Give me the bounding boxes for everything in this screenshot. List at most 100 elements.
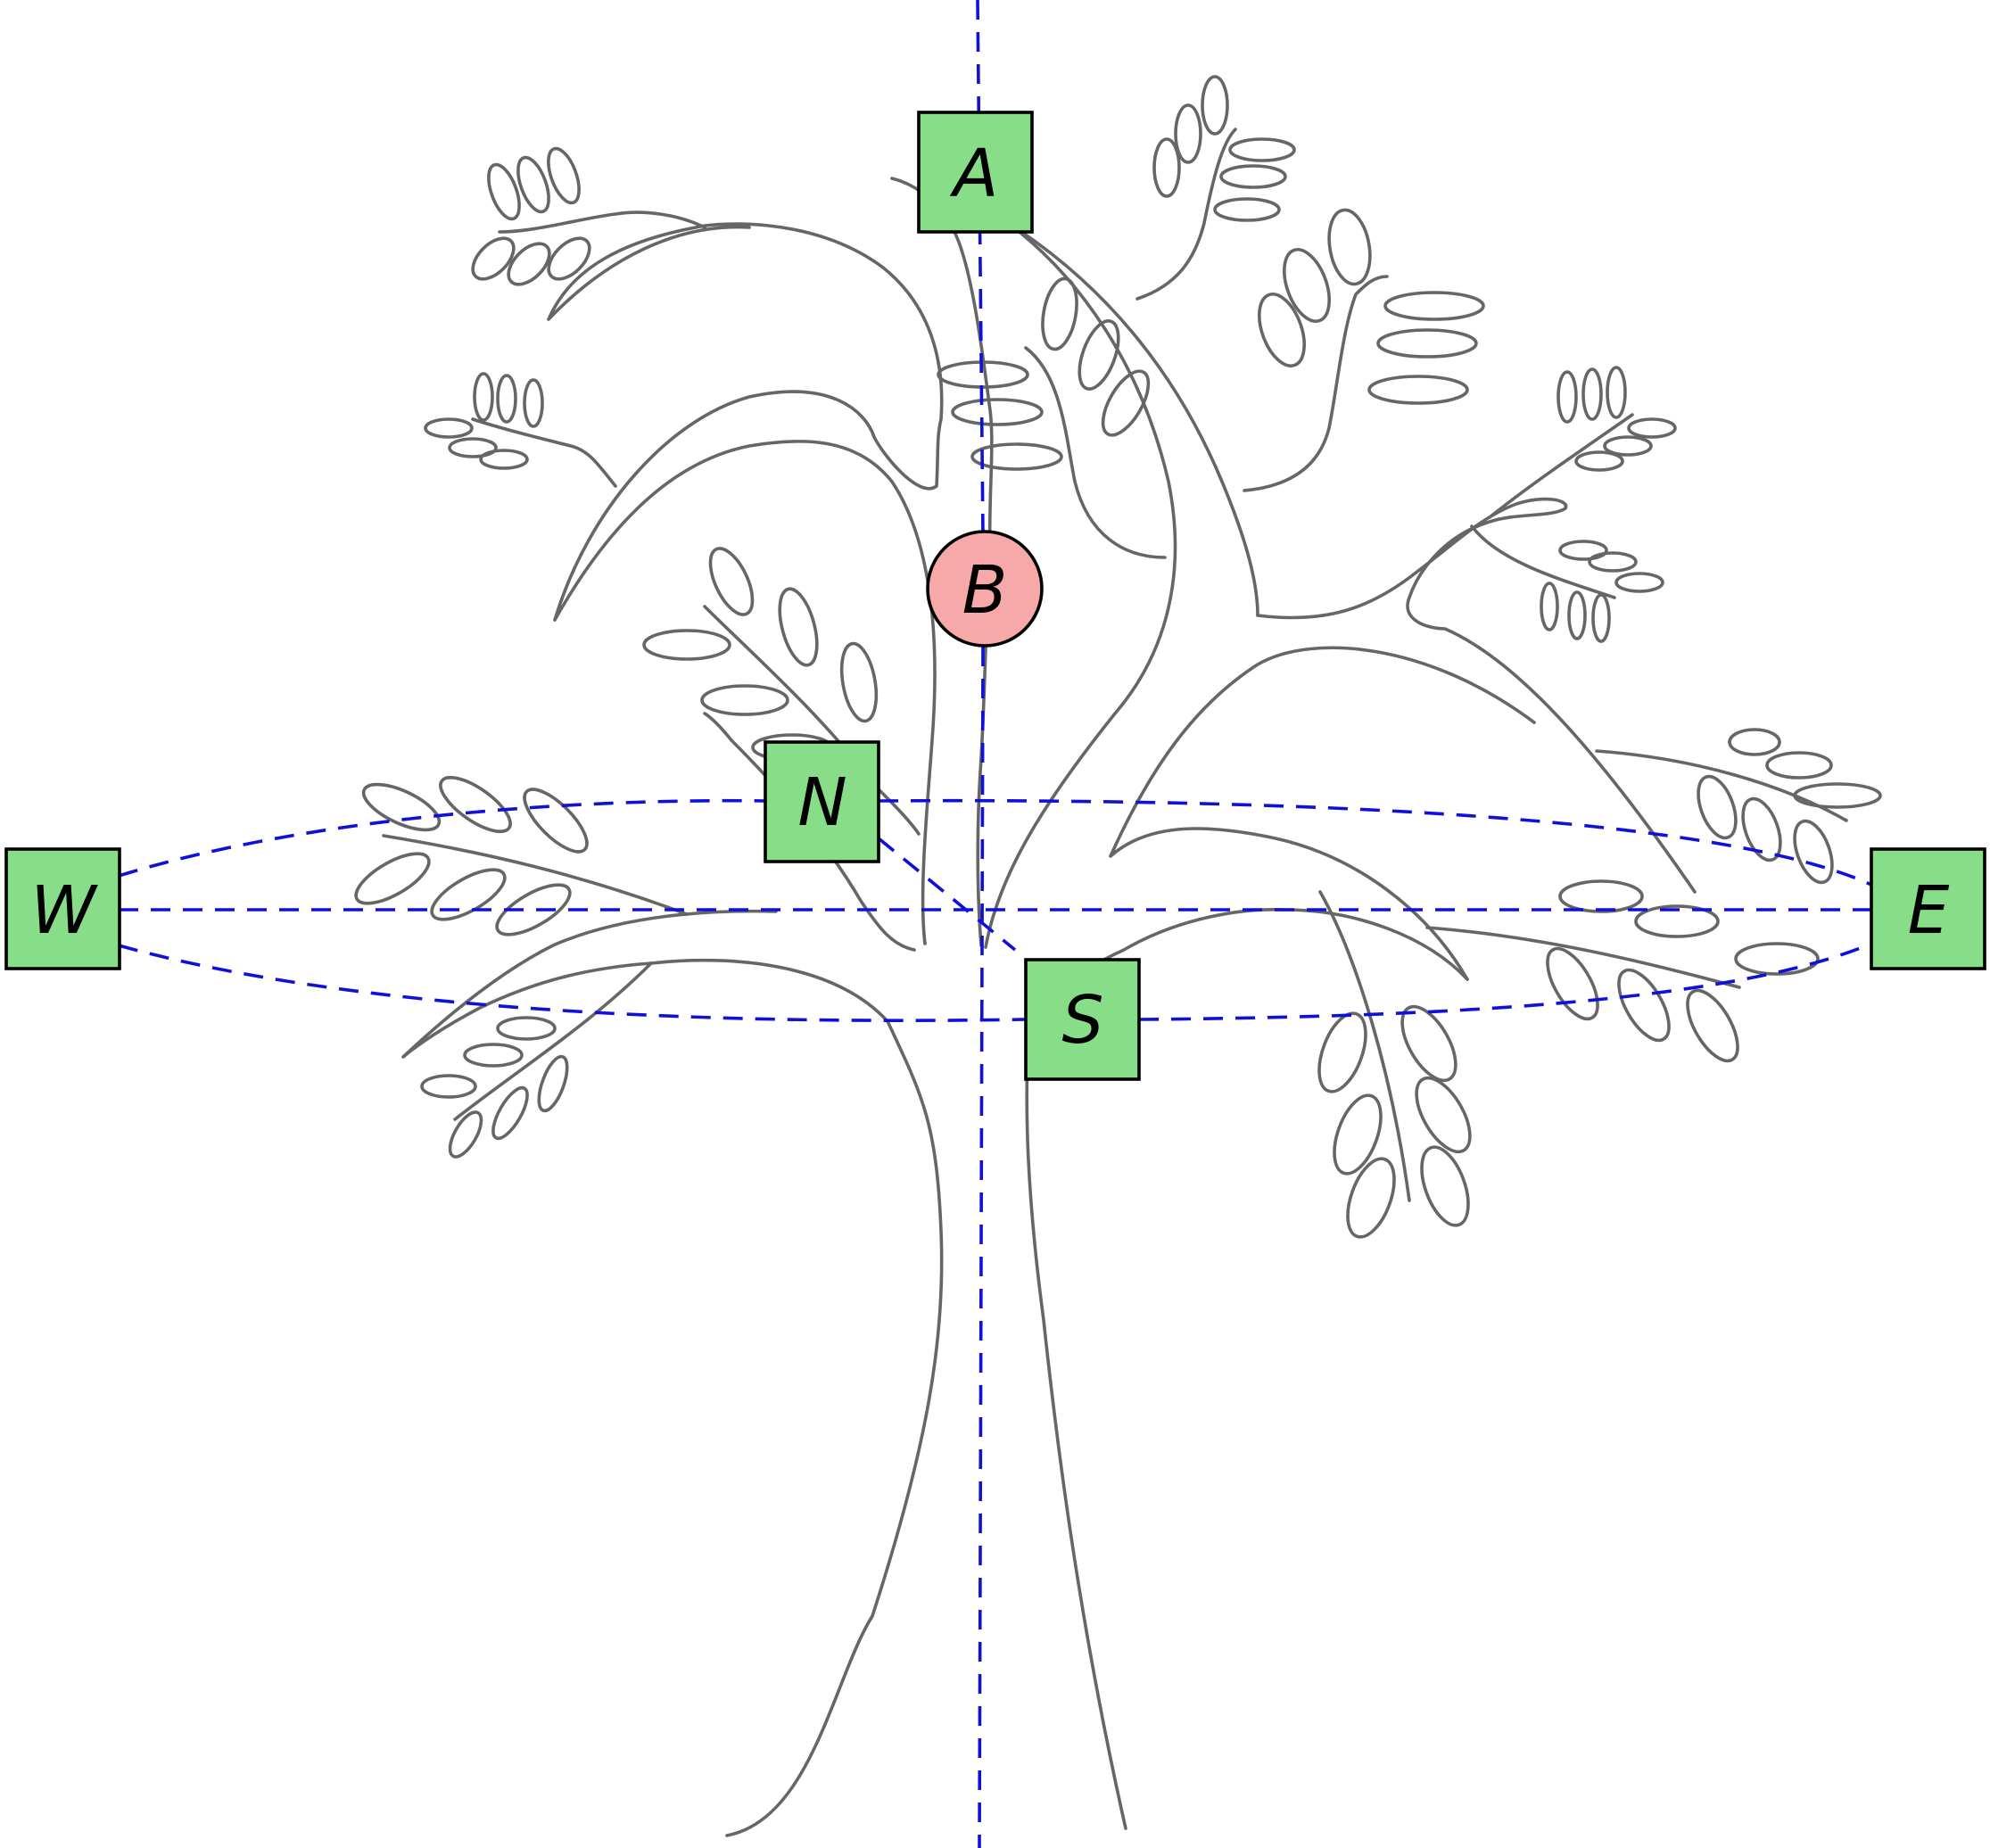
stem-lower-right-2	[1318, 890, 1411, 1202]
leaf	[1219, 164, 1287, 189]
stem-left-small	[471, 417, 617, 488]
leaf	[1078, 319, 1120, 391]
node-a-label: A	[950, 136, 999, 212]
leaf	[1634, 904, 1720, 938]
leaf	[1174, 103, 1202, 164]
node-s-label: S	[1062, 982, 1104, 1059]
node-s[interactable]: S	[1024, 958, 1141, 1081]
leaf	[1376, 328, 1478, 359]
leaf	[1793, 782, 1882, 809]
leaf	[523, 788, 589, 854]
leaf	[1283, 248, 1331, 323]
leaf	[1317, 1011, 1367, 1093]
leaf	[1765, 751, 1833, 780]
node-e[interactable]: E	[1870, 847, 1986, 970]
leaf	[354, 852, 431, 905]
leaf	[424, 417, 474, 439]
leaf	[1546, 946, 1599, 1021]
leaf	[1603, 435, 1653, 457]
node-n-box	[764, 740, 880, 863]
leaf	[1606, 366, 1627, 419]
leaf	[537, 1054, 569, 1113]
stem-upper-right-small	[1135, 128, 1237, 301]
leaf	[471, 236, 516, 281]
node-b[interactable]: B	[926, 530, 1044, 648]
node-n[interactable]: N	[764, 740, 880, 863]
leaf	[1327, 208, 1372, 286]
leaf	[1258, 293, 1306, 367]
stem-lower-left-small	[382, 834, 689, 916]
edge-w-n	[118, 798, 766, 878]
stem-lower-left-2	[453, 961, 653, 1121]
leaf	[1591, 593, 1611, 643]
leaf	[1540, 582, 1559, 631]
leaf	[1741, 796, 1782, 862]
node-a[interactable]: A	[917, 111, 1034, 234]
leaf	[523, 378, 544, 428]
leaf	[491, 1085, 529, 1141]
edge-a-b	[976, 0, 985, 536]
branch-upper-right	[1006, 221, 1259, 617]
leaf	[1728, 728, 1781, 756]
leaf	[1574, 450, 1624, 472]
leaf	[463, 1043, 524, 1068]
leaf	[1686, 988, 1739, 1063]
leaf	[516, 155, 550, 214]
leaf	[1556, 370, 1578, 424]
branch-upper-left-curve	[547, 222, 944, 622]
leaf	[487, 162, 521, 221]
branch-right-fork	[1256, 497, 1697, 894]
trunk-left-edge	[649, 958, 944, 1837]
leaf	[1041, 276, 1078, 351]
leaf	[507, 242, 551, 286]
leaf	[1567, 590, 1587, 640]
stem-center-right-small	[1024, 346, 1167, 559]
leaf	[1558, 540, 1608, 561]
branch-center-right	[984, 221, 1177, 949]
edge-n-s	[877, 837, 1017, 952]
node-a-box	[917, 111, 1034, 234]
leaf	[1228, 137, 1296, 162]
leaf	[1415, 1076, 1472, 1154]
leaf	[1558, 879, 1644, 913]
leaf	[1588, 551, 1638, 573]
leaf	[547, 236, 591, 281]
leaf	[1213, 197, 1281, 222]
stem-lower-right-small	[1425, 926, 1741, 989]
stem-upper-left-small	[498, 210, 706, 234]
leaf	[473, 372, 494, 422]
node-e-box	[1870, 847, 1986, 970]
leaf	[439, 775, 512, 834]
edges	[118, 0, 1872, 1848]
edge-s-e	[1138, 942, 1872, 1021]
leaf	[839, 641, 879, 723]
leaf	[361, 782, 442, 832]
branch-lower-left	[401, 909, 778, 1059]
leaf	[1367, 375, 1469, 405]
leaf	[448, 1110, 483, 1159]
leaf	[1101, 369, 1151, 437]
leaf	[1617, 968, 1671, 1043]
leaf	[708, 547, 755, 616]
leaf	[700, 684, 789, 716]
node-b-label: B	[962, 552, 1008, 629]
leaf	[1383, 291, 1485, 321]
leaf	[1614, 572, 1664, 593]
leaf	[1697, 774, 1738, 840]
stem-right-small	[1243, 275, 1389, 492]
node-w[interactable]: W	[4, 847, 121, 970]
node-b-circle	[926, 530, 1044, 648]
leaf	[642, 629, 731, 661]
edge-n-e	[878, 798, 1872, 887]
leaf	[1420, 1145, 1470, 1227]
leaf	[1346, 1157, 1396, 1239]
edge-b-s	[978, 646, 985, 1848]
leaf	[1627, 417, 1677, 439]
node-n-label: N	[797, 764, 846, 841]
leaf	[448, 437, 498, 458]
node-s-box	[1024, 958, 1141, 1081]
leaf	[496, 374, 517, 424]
node-e-label: E	[1908, 872, 1950, 949]
leaf	[1581, 367, 1603, 421]
edge-w-s	[118, 944, 1027, 1022]
